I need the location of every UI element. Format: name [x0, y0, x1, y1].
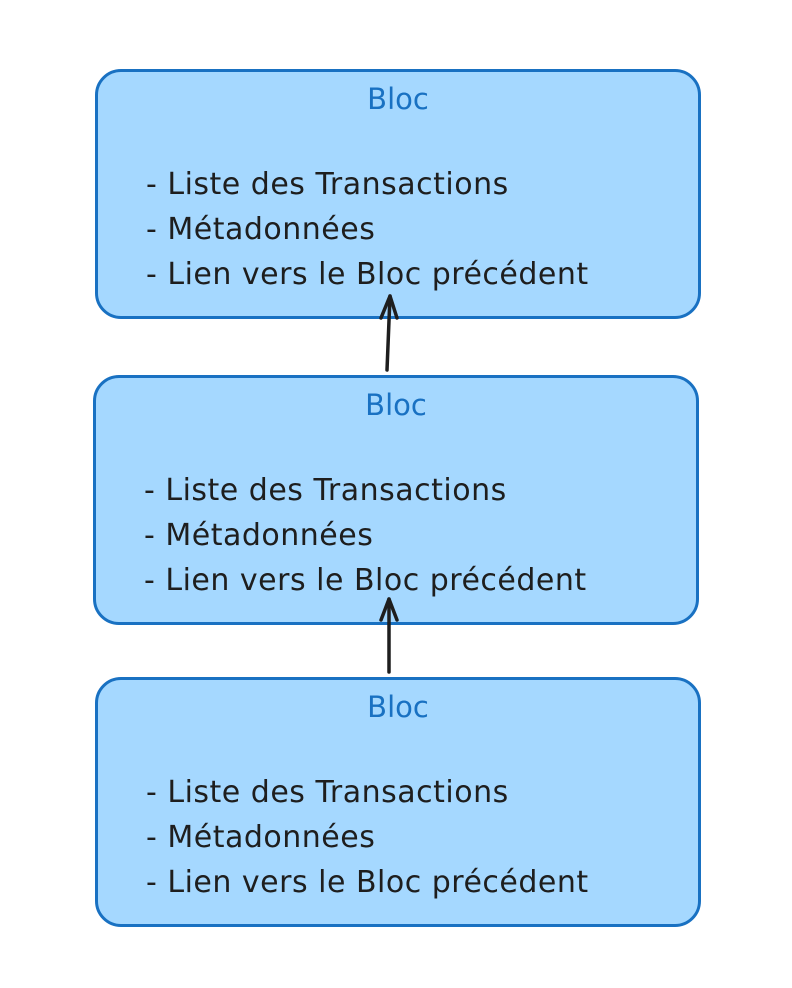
block-middle: Bloc - Liste des Transactions - Métadonn…	[93, 375, 699, 625]
block-item-list: - Liste des Transactions - Métadonnées -…	[146, 770, 589, 905]
block-item-metadata: - Métadonnées	[146, 820, 376, 855]
block-item-list: - Liste des Transactions - Métadonnées -…	[146, 162, 589, 297]
block-title: Bloc	[367, 82, 429, 116]
block-item-metadata: - Métadonnées	[146, 212, 376, 247]
block-item-previous-link: - Lien vers le Bloc précédent	[146, 865, 589, 900]
block-item-previous-link: - Lien vers le Bloc précédent	[144, 563, 587, 598]
block-item-transactions: - Liste des Transactions	[144, 473, 507, 508]
block-item-metadata: - Métadonnées	[144, 518, 374, 553]
block-title: Bloc	[367, 690, 429, 724]
block-bottom: Bloc - Liste des Transactions - Métadonn…	[95, 677, 701, 927]
block-title: Bloc	[365, 388, 427, 422]
block-item-list: - Liste des Transactions - Métadonnées -…	[144, 468, 587, 603]
block-item-transactions: - Liste des Transactions	[146, 775, 509, 810]
block-item-previous-link: - Lien vers le Bloc précédent	[146, 257, 589, 292]
block-top: Bloc - Liste des Transactions - Métadonn…	[95, 69, 701, 319]
block-item-transactions: - Liste des Transactions	[146, 167, 509, 202]
